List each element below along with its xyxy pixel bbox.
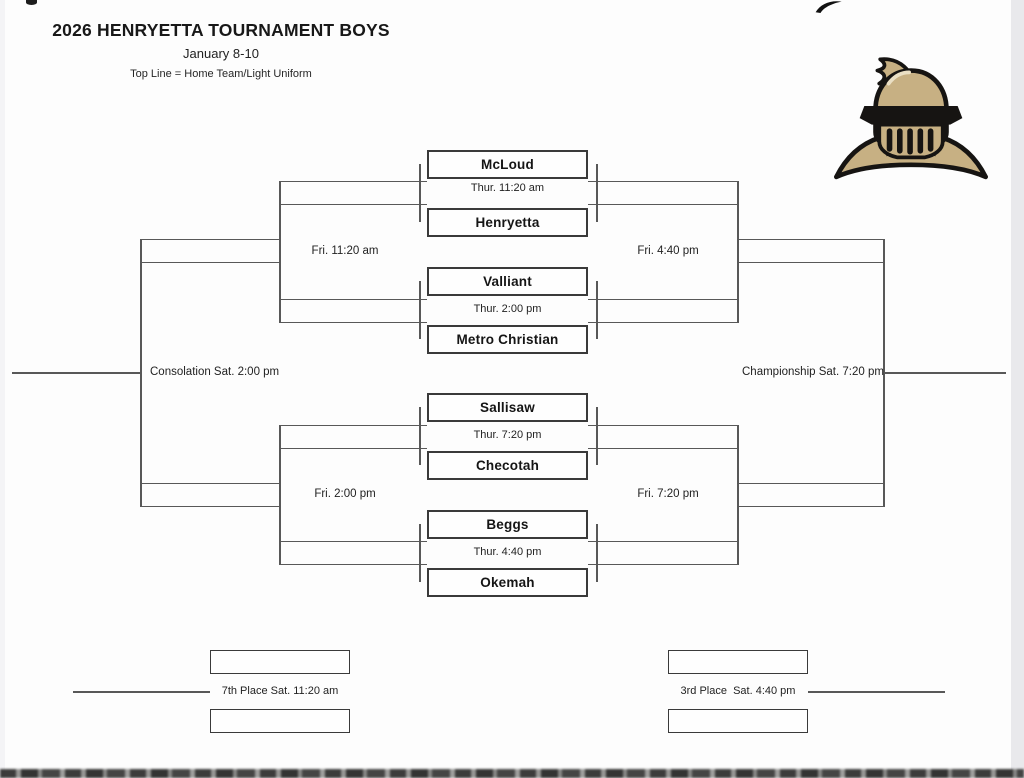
bracket-channel [588,425,738,449]
seventh-place-slot-bottom [210,709,350,733]
team-box-mcloud: McLoud [427,150,588,179]
bracket-channel [140,483,280,507]
bracket-connector [596,164,598,222]
tournament-date: January 8-10 [183,46,259,61]
team-box-valliant: Valliant [427,267,588,296]
winners-semi2-time: Fri. 7:20 pm [637,488,699,500]
consolation-final-label: Consolation Sat. 2:00 pm [150,366,280,378]
team-box-metro-christian: Metro Christian [427,325,588,354]
bracket-connector [596,407,598,465]
scan-ink-swoosh [815,1,842,13]
championship-label: Championship Sat. 7:20 pm [742,366,884,378]
knight-helmet-mascot-icon [834,57,988,180]
team-box-sallisaw: Sallisaw [427,393,588,422]
game2-time: Thur. 2:00 pm [473,303,542,315]
bracket-channel [279,425,427,449]
bracket-connector [883,239,885,507]
game1-time: Thur. 11:20 am [470,182,545,194]
game4-time: Thur. 4:40 pm [473,546,542,558]
seventh-place-label: 7th Place Sat. 11:20 am [221,685,339,697]
header: 2026 HENRYETTA TOURNAMENT BOYS January 8… [40,20,402,80]
bracket-connector [279,425,281,565]
bracket-channel [279,541,427,565]
team-box-henryetta: Henryetta [427,208,588,237]
third-place-label: 3rd Place Sat. 4:40 pm [680,685,796,697]
bracket-channel [588,181,738,205]
seventh-place-slot-top [210,650,350,674]
bracket-channel [140,239,280,263]
bracket-channel [588,299,738,323]
team-box-checotah: Checotah [427,451,588,480]
scan-edge-left [0,0,5,778]
third-place-line [808,691,945,693]
consolation-final-line [12,372,140,374]
bracket-connector [419,164,421,222]
scan-edge-right [1011,0,1024,778]
page-title: 2026 HENRYETTA TOURNAMENT BOYS [52,20,390,40]
uniform-note: Top Line = Home Team/Light Uniform [130,68,312,80]
bracket-connector [279,181,281,323]
bracket-connector [419,524,421,582]
bracket-channel [279,181,427,205]
bracket-connector [140,239,142,507]
third-place-slot-top [668,650,808,674]
game3-time: Thur. 7:20 pm [473,429,542,441]
bracket-connector [419,407,421,465]
championship-line [884,372,1006,374]
team-box-beggs: Beggs [427,510,588,539]
bracket-connector [419,281,421,339]
scan-cutoff-text-strip [0,769,1024,778]
consolation-semi1-time: Fri. 11:20 am [311,245,379,257]
bracket-connector [596,524,598,582]
consolation-semi2-time: Fri. 2:00 pm [314,488,376,500]
bracket-connector [737,425,739,565]
bracket-channel [737,239,884,263]
bracket-connector [596,281,598,339]
bracket-channel [588,541,738,565]
bracket-channel [737,483,884,507]
bracket-connector [737,181,739,323]
team-box-okemah: Okemah [427,568,588,597]
third-place-slot-bottom [668,709,808,733]
seventh-place-line [73,691,210,693]
winners-semi1-time: Fri. 4:40 pm [637,245,699,257]
scan-corner-mark [26,0,37,5]
bracket-channel [279,299,427,323]
